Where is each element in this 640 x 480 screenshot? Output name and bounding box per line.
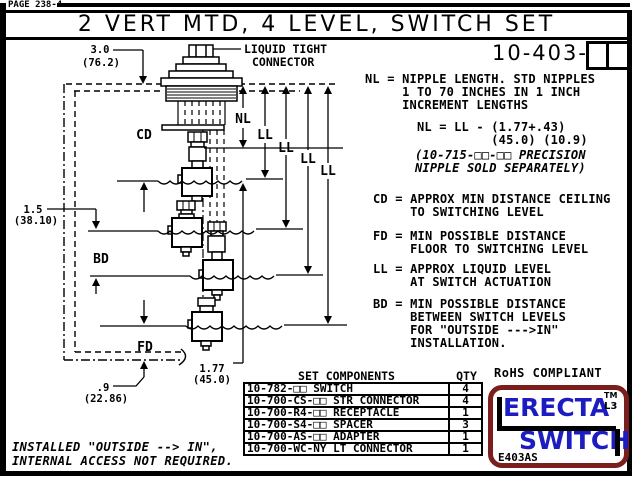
dim-top-mm-label: (76.2) (82, 57, 120, 69)
dim-fd-val-label: .9 (97, 382, 110, 394)
switch-unit-2 (167, 200, 203, 257)
cd-label: CD (136, 128, 152, 143)
cd-definition-note: CD = APPROX MIN DISTANCE CEILING TO SWIT… (373, 192, 611, 219)
liquid-tight-label-2: CONNECTOR (252, 55, 314, 69)
table-header-qty: QTY (456, 369, 477, 383)
bd-definition-note: BD = MIN POSSIBLE DISTANCE BETWEEN SWITC… (373, 297, 567, 350)
page-number-label: PAGE 238-4 (8, 0, 63, 10)
part-number: 10-403- (492, 41, 588, 65)
bd-label: BD (93, 252, 109, 267)
logo-bar-middle (497, 426, 616, 431)
part-cell: 10-700-WC-NY LT CONNECTOR (243, 442, 450, 456)
dim-actuation-mm-label: (45.0) (193, 374, 231, 386)
fd-definition-note: FD = MIN POSSIBLE DISTANCE FLOOR TO SWIT… (373, 229, 589, 256)
logo-code: E403AS (498, 451, 538, 464)
dim-actuation-label: 1.77 (199, 363, 224, 375)
fd-label: FD (137, 340, 153, 355)
erecta-switch-logo: ERECTA TM L3 SWITCH E403AS (488, 385, 631, 468)
logo-word-erecta: ERECTA (503, 393, 610, 422)
qty-cell: 1 (450, 442, 483, 456)
table-row: 10-700-WC-NY LT CONNECTOR 1 (243, 442, 483, 456)
liquid-level-lines (88, 178, 347, 330)
ll-label-4: LL (320, 164, 336, 179)
ll-label-3: LL (300, 152, 316, 167)
logo-tm: TM (604, 391, 618, 400)
switch-unit-1 (177, 131, 213, 202)
dimension-lines (47, 49, 343, 387)
switch-unit-4 (187, 297, 223, 351)
switch-unit-3 (198, 221, 234, 301)
nl-definition-note: NL = NIPPLE LENGTH. STD NIPPLES 1 TO 70 … (365, 72, 596, 112)
ll-definition-note: LL = APPROX LIQUID LEVEL AT SWITCH ACTUA… (373, 262, 552, 289)
mounting-flange (161, 124, 225, 131)
liquid-tight-connector-cap (160, 44, 243, 102)
table-header-row: SET COMPONENTS QTY (243, 369, 483, 383)
ll-label-2: LL (278, 141, 294, 156)
ll-label-1: LL (257, 128, 273, 143)
logo-bar-left (497, 397, 502, 427)
nl-label: NL (235, 112, 251, 127)
dim-bd-val-label: 1.5 (24, 204, 43, 216)
rohs-compliant-label: RoHS COMPLIANT (494, 366, 603, 380)
nl-formula-note: NL = LL - (1.77+.43) (45.0) (10.9) (417, 120, 588, 147)
dim-bd-val-mm-label: (38.10) (14, 215, 58, 227)
set-components-table: SET COMPONENTS QTY 10-782-□□ SWITCH 4 10… (243, 369, 483, 456)
dimension-arrowheads (92, 76, 332, 369)
install-note: INSTALLED "OUTSIDE --> IN", INTERNAL ACC… (12, 440, 234, 468)
logo-word-switch: SWITCH (519, 426, 631, 455)
liquid-tight-label-1: LIQUID TIGHT (244, 42, 327, 56)
page-title: 2 VERT MTD, 4 LEVEL, SWITCH SET (77, 12, 556, 37)
table-header-components: SET COMPONENTS (298, 369, 395, 383)
part-number-option-box-2 (606, 41, 630, 70)
dim-top-label: 3.0 (91, 44, 110, 56)
page-frame (0, 3, 632, 476)
logo-l3: L3 (604, 401, 618, 412)
precision-nipple-note: (10-715-□□-□□ PRECISION NIPPLE SOLD SEPA… (415, 148, 586, 175)
logo-bar-right (615, 429, 620, 456)
dim-fd-val-mm-label: (22.86) (84, 393, 128, 405)
boundary-lines (63, 83, 339, 366)
